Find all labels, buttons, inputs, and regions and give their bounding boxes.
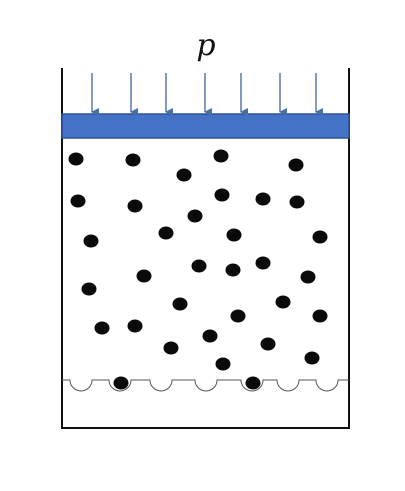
gas-particle-2 bbox=[125, 153, 141, 167]
gas-particle-16 bbox=[81, 282, 97, 296]
gas-particle-24 bbox=[275, 295, 291, 309]
gas-particle-17 bbox=[136, 269, 152, 283]
container-walls bbox=[61, 68, 350, 429]
gas-particle-26 bbox=[94, 321, 110, 335]
gas-particle-23 bbox=[230, 309, 246, 323]
gas-particle-7 bbox=[127, 199, 143, 213]
gas-particle-22 bbox=[172, 297, 188, 311]
gas-particle-31 bbox=[304, 351, 320, 365]
gas-particle-21 bbox=[300, 270, 316, 284]
gas-particle-10 bbox=[255, 192, 271, 206]
gas-particle-19 bbox=[225, 263, 241, 277]
surface-line bbox=[62, 379, 349, 392]
gas-particle-28 bbox=[163, 341, 179, 355]
gas-particle-5 bbox=[288, 158, 304, 172]
gas-particle-18 bbox=[191, 259, 207, 273]
gas-particle-34 bbox=[245, 376, 261, 390]
gas-particle-32 bbox=[215, 357, 231, 371]
gas-particle-27 bbox=[127, 319, 143, 333]
gas-particle-33 bbox=[113, 376, 129, 390]
piston bbox=[61, 113, 350, 139]
pressure-label: p bbox=[196, 28, 216, 63]
adsorption-surface bbox=[62, 379, 349, 392]
gas-particle-4 bbox=[213, 149, 229, 163]
gas-particle-29 bbox=[202, 329, 218, 343]
gas-particle-13 bbox=[158, 226, 174, 240]
gas-particle-15 bbox=[312, 230, 328, 244]
gas-particle-20 bbox=[255, 256, 271, 270]
gas-particle-11 bbox=[289, 195, 305, 209]
gas-particle-3 bbox=[176, 168, 192, 182]
force-arrows bbox=[91, 73, 323, 116]
gas-particle-9 bbox=[214, 188, 230, 202]
gas-particle-14 bbox=[226, 228, 242, 242]
gas-particles bbox=[68, 149, 328, 390]
gas-particle-30 bbox=[260, 337, 276, 351]
gas-particle-6 bbox=[70, 194, 86, 208]
gas-particle-25 bbox=[312, 309, 328, 323]
gas-particle-12 bbox=[83, 234, 99, 248]
gas-particle-1 bbox=[68, 152, 84, 166]
gas-particle-8 bbox=[187, 209, 203, 223]
